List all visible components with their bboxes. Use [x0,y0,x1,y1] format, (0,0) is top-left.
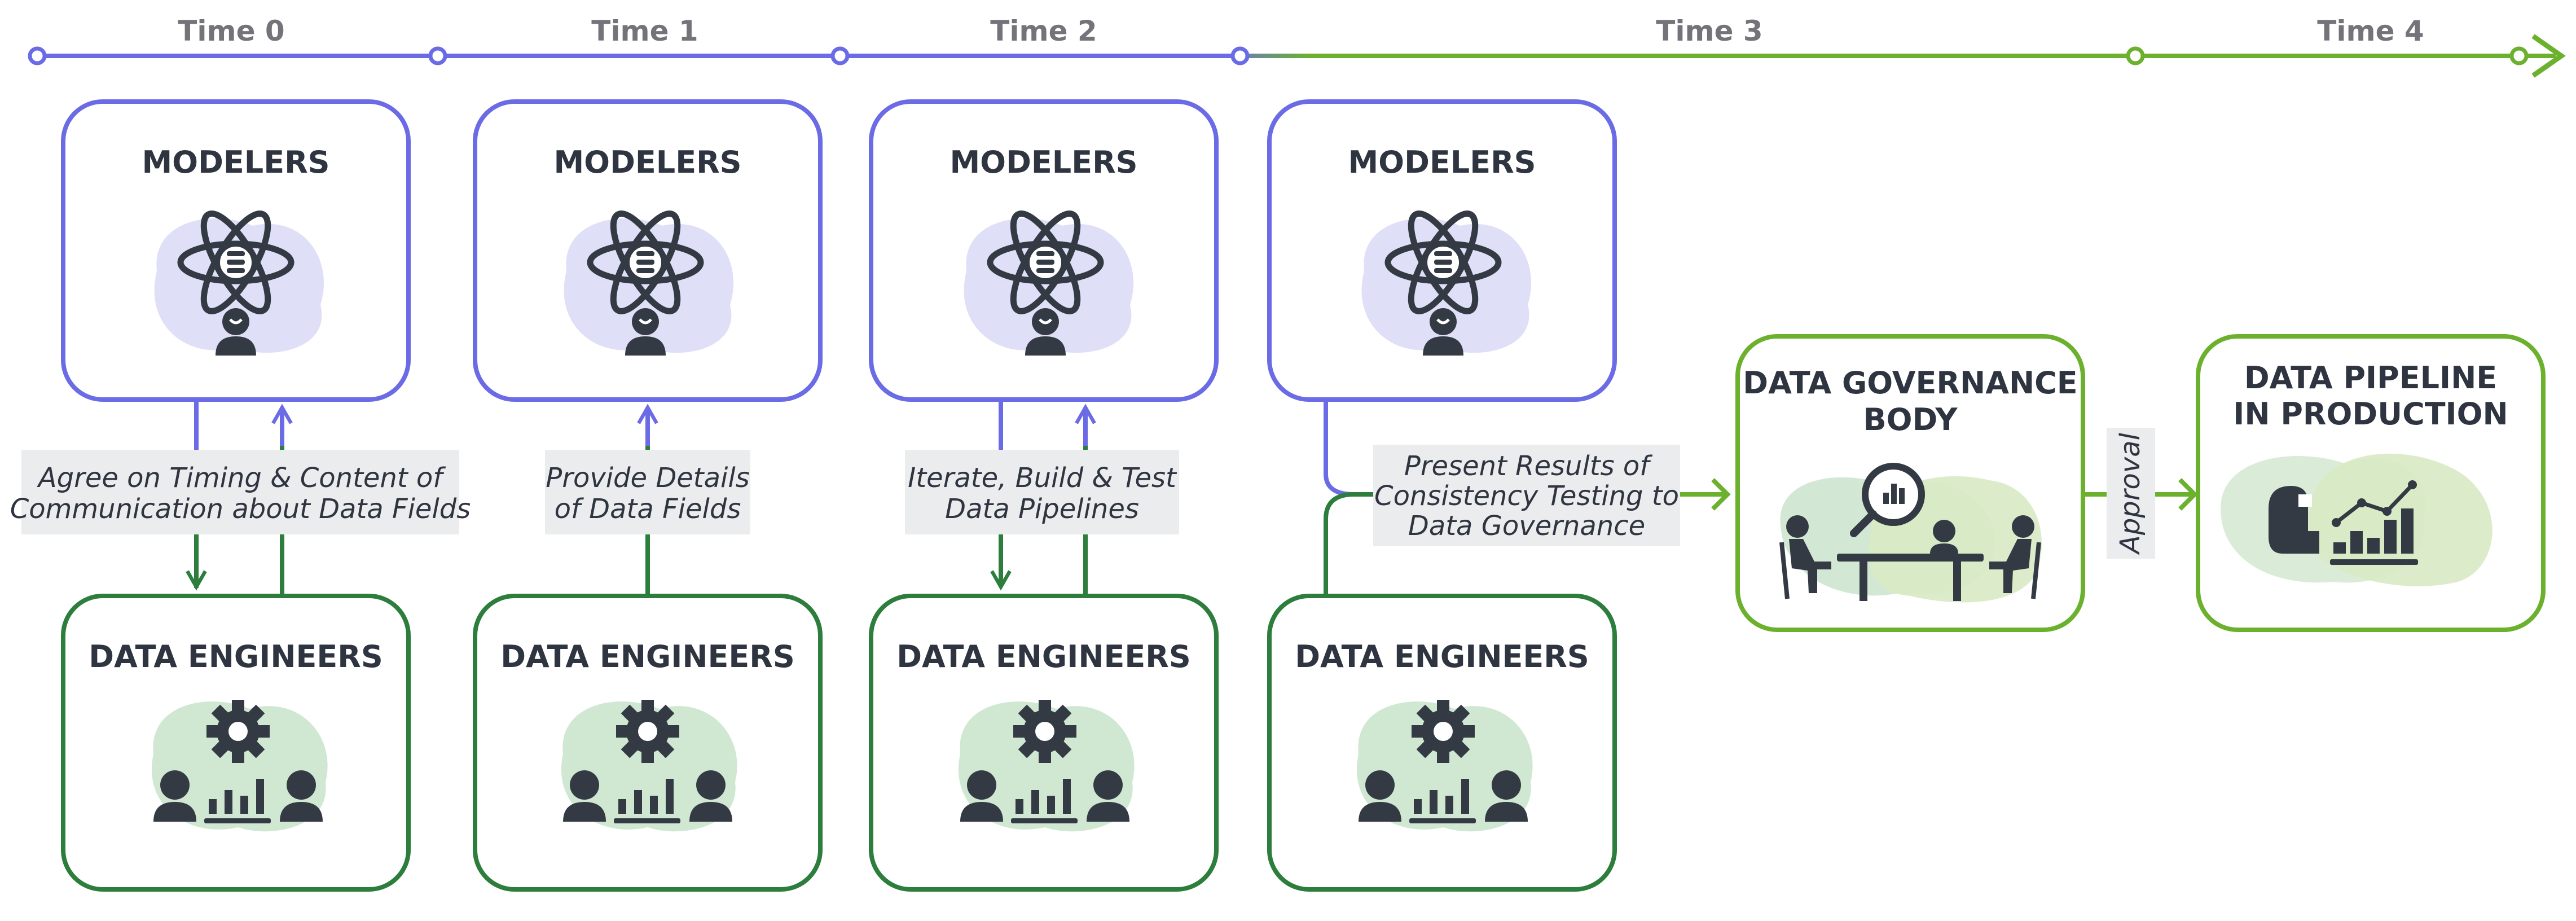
interaction-label-3: Present Results of Consistency Testing t… [1373,445,1680,546]
engineers-blob-0 [151,701,328,832]
interaction-label-2: Iterate, Build & Test Data Pipelines [905,450,1179,534]
modelers-title-1: MODELERS [553,144,741,180]
engineers-box-0: DATA ENGINEERS [61,594,411,892]
engineers-box-1: DATA ENGINEERS [473,594,823,892]
interaction-label-3-line3: Data Governance [1408,510,1645,542]
timeline-node-5 [2509,46,2529,65]
timeline-arrowhead [2531,34,2566,78]
meeting-icon [1779,463,2042,603]
governance-title-line2: BODY [1863,402,1958,437]
interaction-label-0-line1: Agree on Timing & Content of [37,462,446,494]
time-label-0: Time 0 [178,15,284,47]
interaction-label-3-line2: Consistency Testing to [1374,480,1679,512]
timeline: Time 0 Time 1 Time 2 Time 3 Time 4 [28,15,2566,78]
engineers-title-3: DATA ENGINEERS [1295,639,1589,674]
timeline-node-0 [28,46,47,65]
engineers-box-3: DATA ENGINEERS [1267,594,1617,892]
interaction-label-1-line1: Provide Details [546,462,749,494]
engineers-box-2: DATA ENGINEERS [869,594,1219,892]
engineers-blob-2 [958,701,1135,832]
engineers-title-2: DATA ENGINEERS [896,639,1191,674]
interaction-label-0: Agree on Timing & Content of Communicati… [10,450,471,534]
engineers-blob-1 [561,701,737,832]
connector-engineers-to-label-3 [1324,492,1377,594]
interaction-label-1-line2: of Data Fields [555,493,741,525]
timeline-node-3 [1230,46,1250,65]
time-label-4: Time 4 [2317,15,2424,47]
timeline-node-2 [830,46,850,65]
modelers-box-2: MODELERS [869,99,1219,402]
interaction-label-2-line2: Data Pipelines [945,493,1139,525]
engineers-title-1: DATA ENGINEERS [500,639,795,674]
time-label-1: Time 1 [591,15,698,47]
modelers-title-0: MODELERS [142,144,329,180]
approval-label-text: Approval [2115,432,2146,555]
modelers-title-2: MODELERS [949,144,1137,180]
time-label-3: Time 3 [1656,15,1762,47]
timeline-node-1 [428,46,447,65]
timeline-node-4 [2126,46,2145,65]
pipeline-box: DATA PIPELINE IN PRODUCTION [2196,334,2546,632]
pipeline-chart-icon [2221,453,2493,586]
arrow-to-governance-head [1711,478,1731,511]
modelers-box-0: MODELERS [61,99,411,402]
approval-label: Approval [2107,428,2155,559]
governance-title-line1: DATA GOVERNANCE [1743,365,2077,401]
engineers-title-0: DATA ENGINEERS [89,639,383,674]
modelers-title-3: MODELERS [1348,144,1536,180]
engineers-blob-3 [1356,701,1533,832]
modelers-box-3: MODELERS [1267,99,1617,402]
arrow-to-pipeline-head [2178,478,2198,511]
time-label-2: Time 2 [990,15,1097,47]
connector-modelers-to-label-3 [1324,400,1377,497]
pipeline-title-line2: IN PRODUCTION [2233,396,2508,432]
modelers-box-1: MODELERS [473,99,823,402]
pipeline-title-line1: DATA PIPELINE [2244,360,2497,396]
interaction-label-0-line2: Communication about Data Fields [10,493,471,525]
interaction-label-2-line1: Iterate, Build & Test [908,462,1177,494]
interaction-label-3-line1: Present Results of [1404,450,1652,482]
interaction-label-1: Provide Details of Data Fields [545,450,750,534]
governance-box: DATA GOVERNANCE BODY [1735,334,2085,632]
